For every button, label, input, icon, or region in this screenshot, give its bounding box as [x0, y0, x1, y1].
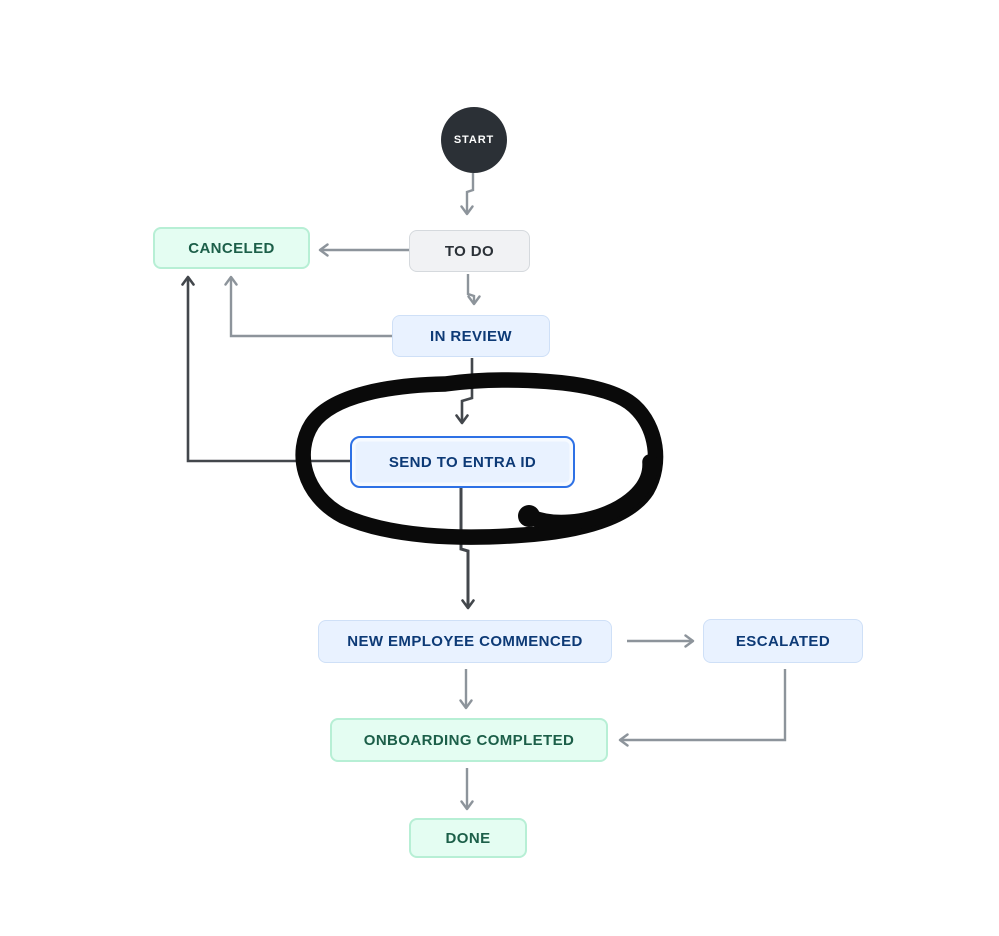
status-escalated-label: ESCALATED — [735, 632, 831, 650]
edge-send-to-newemployee — [459, 488, 475, 610]
status-send-to-entra-id-label: SEND TO ENTRA ID — [388, 453, 537, 471]
status-canceled-label: CANCELED — [188, 239, 275, 257]
edge-send-to-canceled — [181, 275, 350, 463]
edge-start-to-todo — [460, 173, 475, 216]
status-in-review[interactable]: IN REVIEW — [392, 315, 550, 357]
status-escalated[interactable]: ESCALATED — [703, 619, 863, 663]
status-done[interactable]: DONE — [409, 818, 527, 858]
status-onboarding-completed-label: ONBOARDING COMPLETED — [363, 731, 575, 749]
status-in-review-label: IN REVIEW — [430, 327, 512, 345]
status-to-do-label: TO DO — [444, 242, 495, 260]
status-new-employee-commenced-label: NEW EMPLOYEE COMMENCED — [347, 633, 583, 650]
start-node-label: START — [453, 134, 495, 146]
status-canceled[interactable]: CANCELED — [153, 227, 310, 269]
status-onboarding-completed[interactable]: ONBOARDING COMPLETED — [330, 718, 608, 762]
edge-escalated-to-onboarding — [618, 669, 787, 747]
edge-inreview-to-canceled — [224, 275, 392, 338]
start-node[interactable]: START — [441, 107, 507, 173]
edge-todo-to-inreview — [466, 274, 481, 306]
edge-inreview-to-send — [455, 358, 474, 425]
status-new-employee-commenced[interactable]: NEW EMPLOYEE COMMENCED — [318, 620, 612, 663]
status-send-to-entra-id[interactable]: SEND TO ENTRA ID — [350, 436, 575, 488]
status-done-label: DONE — [445, 829, 491, 847]
status-to-do[interactable]: TO DO — [409, 230, 530, 272]
